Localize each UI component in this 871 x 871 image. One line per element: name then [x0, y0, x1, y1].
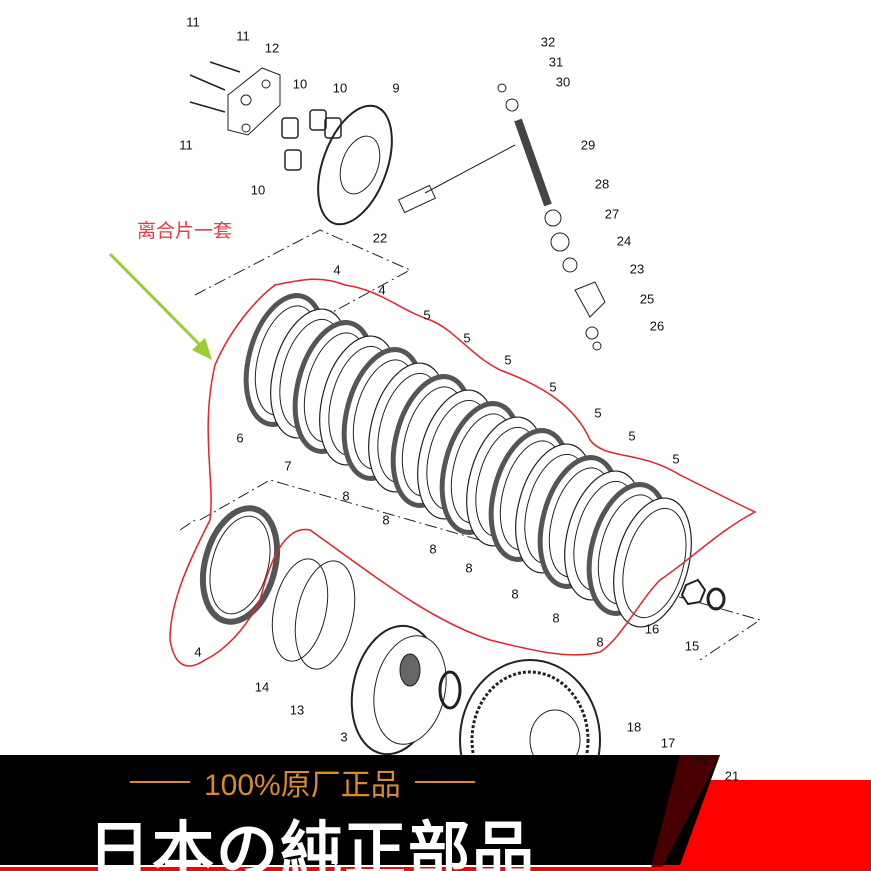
- nut-washer: [680, 578, 726, 611]
- part-number-10: 10: [292, 76, 308, 92]
- part-number-3: 3: [340, 729, 348, 745]
- part-number-11: 11: [186, 14, 200, 30]
- clutch-kit-label: 离合片一套: [137, 220, 233, 242]
- wire-ring-14: [271, 558, 329, 662]
- pressure-plate: [227, 67, 393, 226]
- part-number-6: 6: [236, 430, 244, 446]
- part-number-18: 18: [626, 719, 642, 735]
- part-number-8: 8: [596, 634, 604, 650]
- part-number-23: 23: [629, 261, 645, 277]
- part-number-8: 8: [552, 610, 560, 626]
- part-number-27: 27: [604, 206, 620, 222]
- part-number-5: 5: [594, 405, 602, 421]
- part-number-5: 5: [672, 451, 680, 467]
- part-number-14: 14: [254, 679, 270, 695]
- part-number-8: 8: [382, 512, 390, 528]
- part-number-9: 9: [392, 80, 400, 96]
- part-number-31: 31: [548, 54, 564, 70]
- subtitle-text: 100%原厂正品: [204, 769, 401, 802]
- part-number-24: 24: [616, 233, 632, 249]
- wire-ring-13: [294, 560, 356, 670]
- part-number-4: 4: [333, 262, 341, 278]
- dash-left: [130, 781, 190, 783]
- part-number-7: 7: [284, 458, 292, 474]
- part-number-5: 5: [463, 330, 471, 346]
- push-rod: [397, 184, 437, 214]
- plate-inner-edge: [622, 507, 687, 619]
- washer: [438, 670, 462, 710]
- part-number-32: 32: [540, 34, 556, 50]
- part-number-5: 5: [504, 352, 512, 368]
- part-number-25: 25: [639, 291, 655, 307]
- part-number-10: 10: [332, 80, 348, 96]
- part-number-22: 22: [372, 230, 388, 246]
- banner-title: 日本の純正部品: [88, 814, 537, 871]
- part-number-13: 13: [289, 702, 305, 718]
- springs: [281, 109, 342, 171]
- part-number-29: 29: [580, 137, 596, 153]
- part-number-10: 10: [250, 182, 266, 198]
- part-number-8: 8: [342, 488, 350, 504]
- part-number-8: 8: [511, 586, 519, 602]
- part-number-4: 4: [378, 282, 386, 298]
- part-number-8: 8: [465, 560, 473, 576]
- part-number-5: 5: [549, 379, 557, 395]
- part-number-19: 19: [692, 752, 708, 768]
- part-number-26: 26: [649, 318, 665, 334]
- part-number-5: 5: [423, 307, 431, 323]
- dash-right: [414, 781, 475, 783]
- kit-outline: [169, 278, 757, 667]
- steel-plate: [613, 497, 692, 628]
- pointer-arrow: [108, 252, 212, 360]
- clutch-plates: [243, 293, 692, 628]
- part-number-15: 15: [684, 638, 700, 654]
- part-number-30: 30: [555, 74, 571, 90]
- bolts: [189, 61, 241, 113]
- part-number-16: 16: [644, 621, 660, 637]
- part-number-8: 8: [429, 541, 437, 557]
- part-number-21: 21: [724, 768, 740, 784]
- banner-subtitle: 100%原厂正品: [130, 760, 475, 804]
- clutch-boss-3: [350, 624, 447, 756]
- part-number-5: 5: [628, 428, 636, 444]
- part-number-12: 12: [264, 40, 280, 56]
- friction-plate-4: [200, 505, 280, 625]
- part-number-17: 17: [660, 735, 676, 751]
- push-lever-shaft: [497, 83, 606, 351]
- part-number-4: 4: [194, 644, 202, 660]
- part-number-11: 11: [179, 137, 193, 153]
- part-number-28: 28: [594, 176, 610, 192]
- part-number-11: 11: [236, 28, 250, 44]
